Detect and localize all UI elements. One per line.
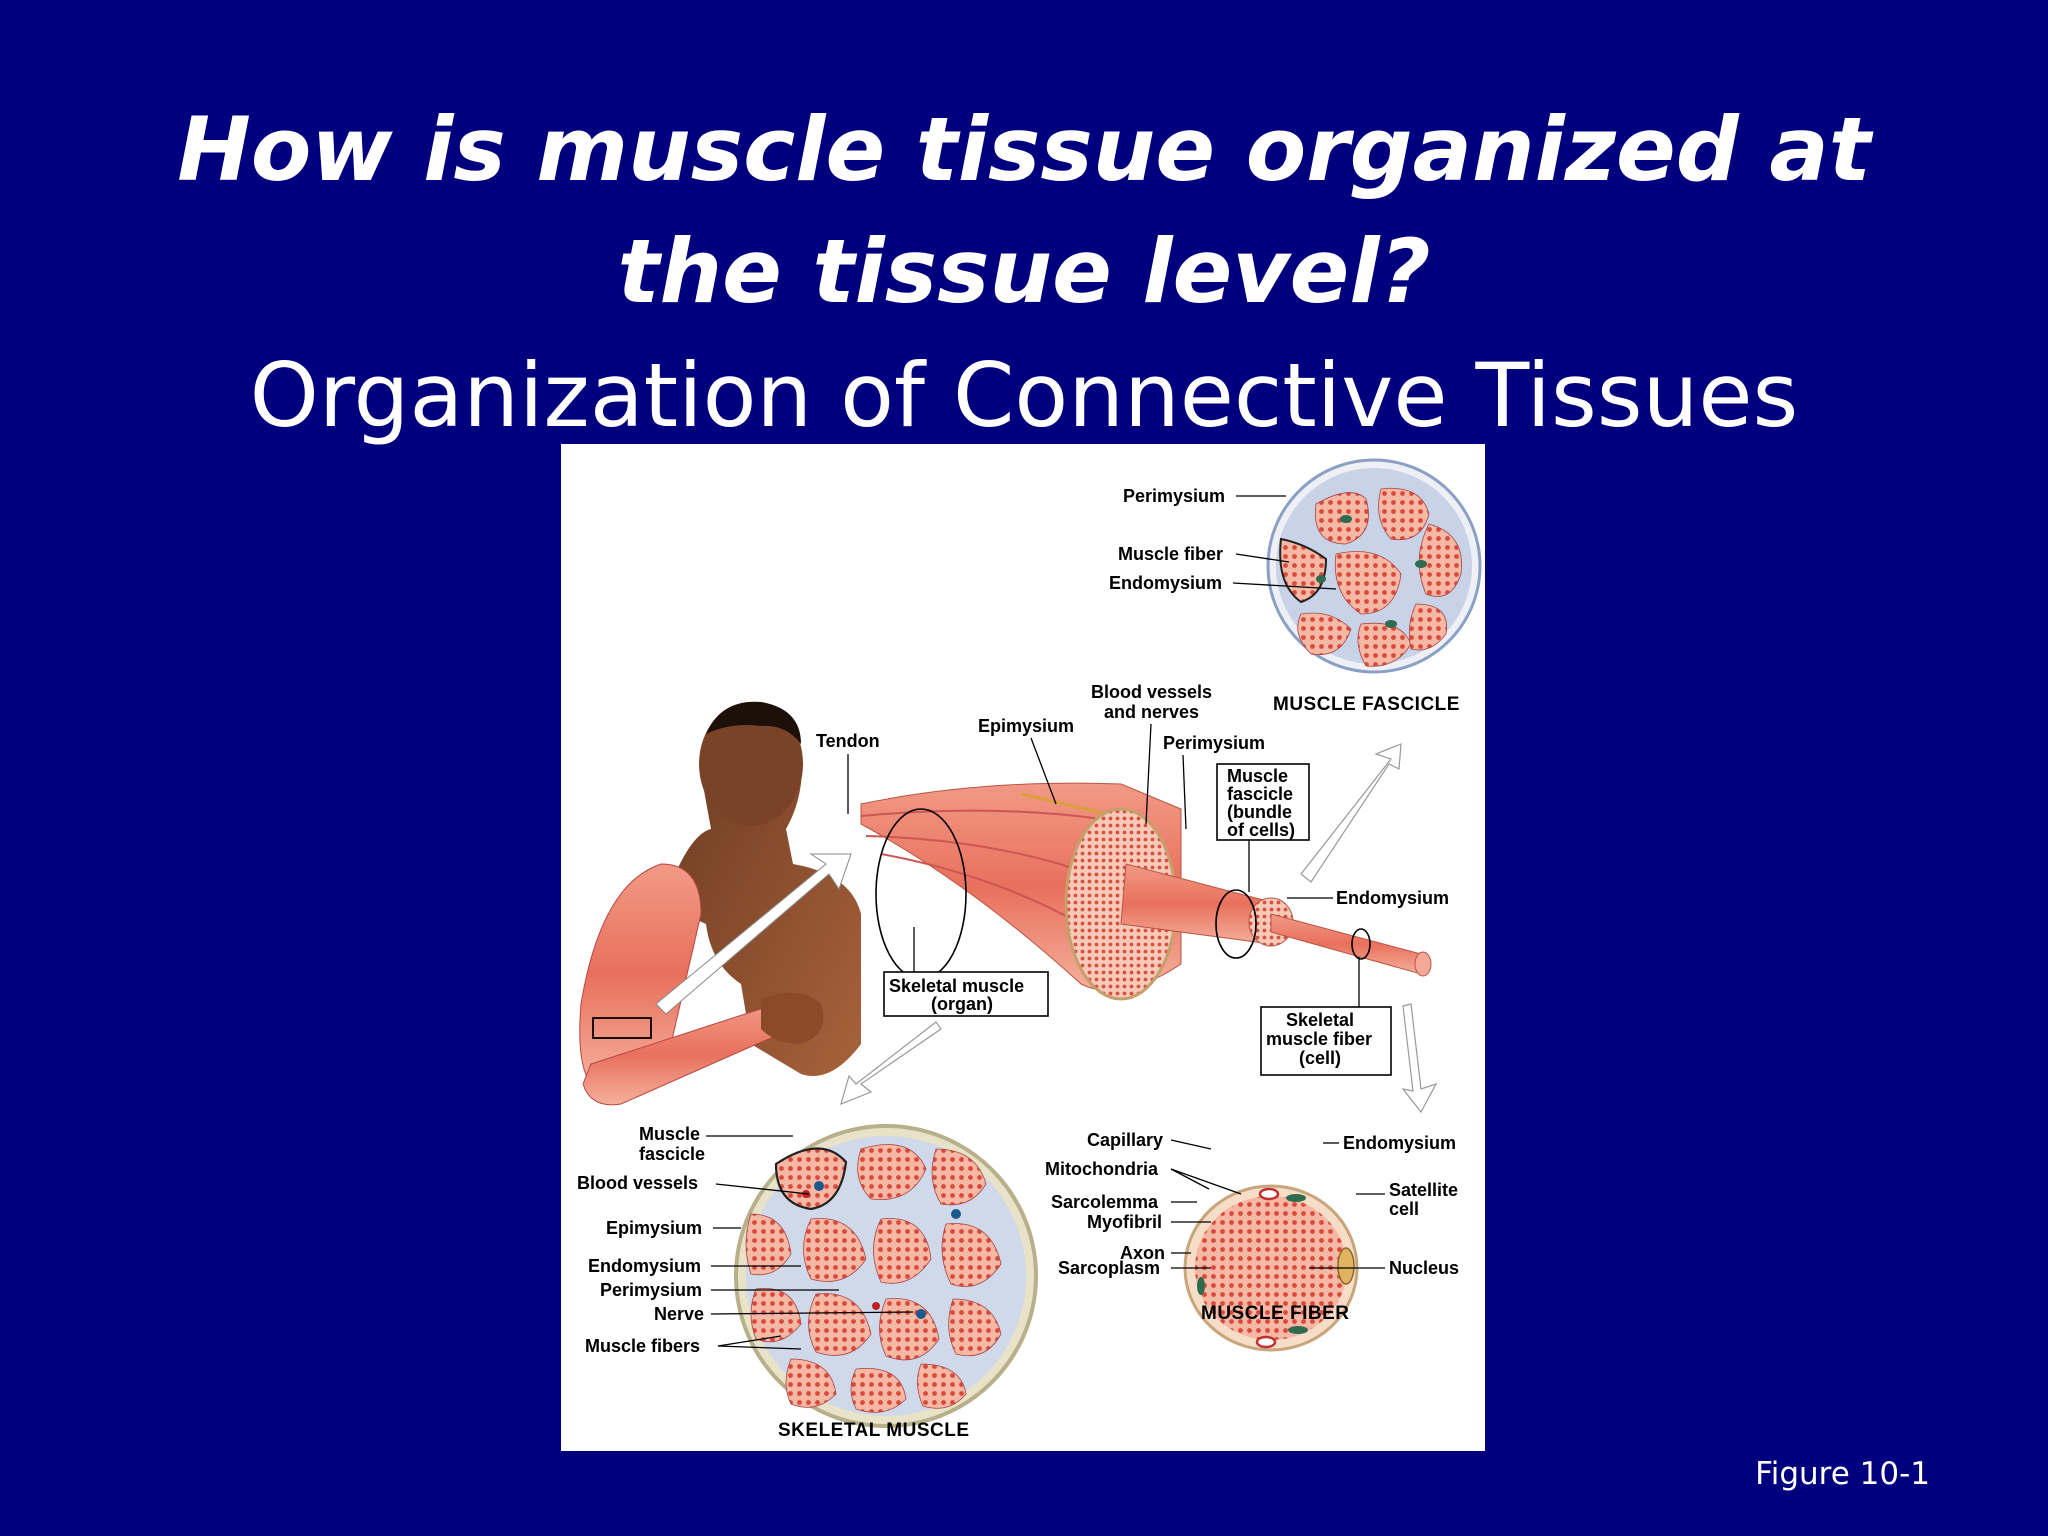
slide-subtitle: Organization of Connective Tissues <box>249 344 1799 447</box>
label-tendon: Tendon <box>816 731 880 751</box>
caption-skeletal-muscle: SKELETAL MUSCLE <box>778 1420 970 1441</box>
muscle-fascicle-cross-section <box>1266 458 1482 674</box>
label-sarcolemma: Sarcolemma <box>1051 1192 1159 1212</box>
label-nucleus: Nucleus <box>1389 1258 1459 1278</box>
label-mitochondria: Mitochondria <box>1045 1159 1159 1179</box>
label-myofibril: Myofibril <box>1087 1212 1162 1232</box>
label-satellite-cell-1: Satellite <box>1389 1180 1458 1200</box>
label-fascicle-box-1: Muscle <box>1227 766 1288 786</box>
label-fascicle-box-4: of cells) <box>1227 820 1295 840</box>
label-muscle-fascicle-bl-1: Muscle <box>639 1124 700 1144</box>
label-perimysium-mid: Perimysium <box>1163 733 1265 753</box>
label-nerve-bl: Nerve <box>654 1304 704 1324</box>
slide-title-line-2: the tissue level? <box>617 220 1431 323</box>
label-epimysium-bl: Epimysium <box>606 1218 702 1238</box>
label-skeletal-muscle-organ-1: Skeletal muscle <box>889 976 1024 996</box>
slide-title-line-1: How is muscle tissue organized at <box>177 98 1871 201</box>
label-muscle-fascicle-bl-2: fascicle <box>639 1144 705 1164</box>
label-epimysium-mid: Epimysium <box>978 716 1074 736</box>
label-muscle-fiber-top: Muscle fiber <box>1118 544 1223 564</box>
label-blood-vessels-nerves-2: and nerves <box>1104 702 1199 722</box>
label-skeletal-muscle-organ-2: (organ) <box>931 994 993 1014</box>
figure-illustration: Perimysium Muscle fiber Endomysium MUSCL… <box>577 458 1482 1441</box>
label-endomysium-top: Endomysium <box>1109 573 1222 593</box>
caption-muscle-fiber: MUSCLE FIBER <box>1201 1303 1350 1324</box>
label-sarcoplasm: Sarcoplasm <box>1058 1258 1160 1278</box>
label-muscle-fibers-bl: Muscle fibers <box>585 1336 700 1356</box>
label-blood-vessels-nerves-1: Blood vessels <box>1091 682 1212 702</box>
label-fascicle-box-2: fascicle <box>1227 784 1293 804</box>
label-axon: Axon <box>1120 1243 1165 1263</box>
human-arm-illustration <box>579 701 861 1106</box>
label-endomysium-bl: Endomysium <box>588 1256 701 1276</box>
figure-number: Figure 10-1 <box>1755 1456 1930 1492</box>
label-skeletal-fiber-cell-1: Skeletal <box>1286 1010 1354 1030</box>
label-endomysium-br: Endomysium <box>1343 1133 1456 1153</box>
label-capillary: Capillary <box>1087 1130 1163 1150</box>
muscle-fiber-cross-section <box>1183 1184 1359 1352</box>
skeletal-muscle-organ <box>840 743 1438 1114</box>
label-endomysium-mid: Endomysium <box>1336 888 1449 908</box>
label-perimysium-top: Perimysium <box>1123 486 1225 506</box>
label-blood-vessels-bl: Blood vessels <box>577 1173 698 1193</box>
label-satellite-cell-2: cell <box>1389 1199 1419 1219</box>
label-skeletal-fiber-cell-3: (cell) <box>1299 1048 1341 1068</box>
label-perimysium-bl: Perimysium <box>600 1280 702 1300</box>
skeletal-muscle-cross-section <box>734 1124 1038 1428</box>
muscle-organization-figure: Perimysium Muscle fiber Endomysium MUSCL… <box>561 444 1485 1451</box>
label-skeletal-fiber-cell-2: muscle fiber <box>1266 1029 1372 1049</box>
label-fascicle-box-3: (bundle <box>1227 802 1292 822</box>
caption-muscle-fascicle: MUSCLE FASCICLE <box>1273 694 1460 715</box>
